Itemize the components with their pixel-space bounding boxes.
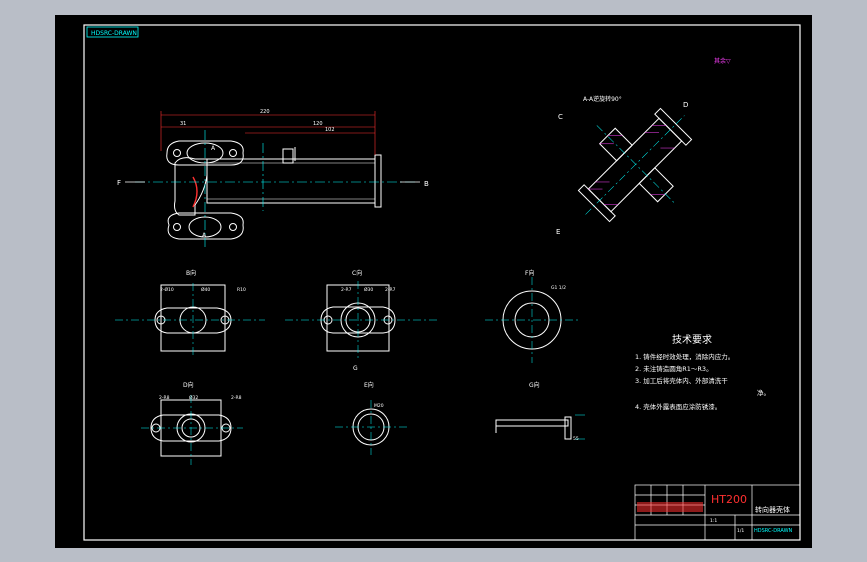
view-g-dims	[575, 414, 585, 440]
view-c-label-g: G	[353, 365, 358, 372]
body-left	[174, 157, 208, 216]
tech-requirements: 技术要求 1. 铸件经时效处理，消除内应力。 2. 未注铸造圆角R1～R3。 3…	[635, 333, 770, 411]
corner-note: 其余▽	[714, 57, 731, 65]
tech-item-3: 3. 加工后将壳体内、外部清洗干	[635, 376, 728, 385]
top-flange	[166, 140, 244, 166]
inner-border	[83, 24, 801, 541]
drawing-number: HDSRC-DRAWN	[754, 528, 793, 534]
title-block-stamp	[637, 502, 703, 512]
pipe-body	[206, 158, 376, 204]
view-g-dim: 55	[573, 436, 579, 442]
view-e-centers	[335, 400, 407, 455]
dim-overall: 220	[260, 109, 270, 115]
tech-item-2: 2. 未注铸造圆角R1～R3。	[635, 364, 713, 373]
view-g	[495, 416, 572, 440]
sheet-count: 1/1	[737, 528, 744, 534]
tech-title: 技术要求	[672, 333, 712, 346]
section-label-c: C	[558, 113, 563, 121]
part-name: 转向器壳体	[755, 505, 790, 514]
main-view	[166, 140, 382, 240]
main-center-lines	[135, 130, 415, 247]
main-dims	[160, 111, 376, 155]
view-label-b: B	[424, 180, 429, 188]
view-c-centers	[285, 281, 439, 359]
view-c-dim-r: 2-R7	[385, 287, 396, 293]
view-b-title: B向	[186, 269, 196, 277]
view-d-centers	[141, 395, 243, 465]
view-e-title: E向	[364, 381, 374, 389]
view-d-dim-holes: 2-R8	[159, 395, 170, 401]
section-label-d: D	[683, 101, 688, 109]
dim-mid: 120	[313, 121, 323, 127]
material: HT200	[711, 493, 747, 506]
view-c-title: C向	[352, 269, 362, 277]
view-c-dim-holes: 2-R7	[341, 287, 352, 293]
bottom-flange	[167, 212, 244, 240]
code-box	[86, 26, 139, 38]
dim-left: 31	[180, 121, 186, 127]
drawing-sheet: HDSRC-DRAWN 其余▽	[55, 15, 812, 548]
view-f-title: F向	[525, 269, 534, 277]
view-label-f: F	[117, 179, 121, 187]
view-d-dim-r: 2-R8	[231, 395, 242, 401]
view-c-dim-dia: Ø30	[364, 286, 373, 293]
tech-item-1: 1. 铸件经时效处理，消除内应力。	[635, 352, 734, 361]
view-g-title: G向	[529, 381, 540, 389]
code-box-text: HDSRC-DRAWN	[91, 30, 137, 37]
view-f-dim-thread: G1 1/2	[551, 285, 566, 291]
view-b-dim-r: R10	[237, 287, 246, 293]
view-b-centers	[115, 283, 265, 357]
dim-right: 102	[325, 127, 335, 133]
section-view	[577, 107, 693, 223]
section-title: A-A逆旋转90°	[583, 95, 622, 103]
view-e-dim: M20	[374, 403, 384, 409]
tech-item-3b: 净。	[757, 388, 770, 397]
pipe-flange-right	[374, 154, 382, 208]
label-a: A	[202, 232, 207, 239]
view-d-title: D向	[183, 381, 194, 389]
section-label-e: E	[556, 228, 560, 236]
tech-item-4: 4. 壳体外露表面应涂防锈漆。	[635, 402, 721, 411]
view-f-centers	[485, 277, 579, 363]
drawing-canvas: HDSRC-DRAWN 其余▽	[83, 24, 801, 541]
scale: 1:1	[710, 518, 717, 524]
view-b-dim-dia: Ø40	[201, 286, 210, 293]
view-b-dim-holes: 2-Ø10	[160, 286, 174, 293]
label-a-top: A	[211, 145, 216, 152]
view-d-dim-dia: Ø32	[189, 394, 198, 401]
